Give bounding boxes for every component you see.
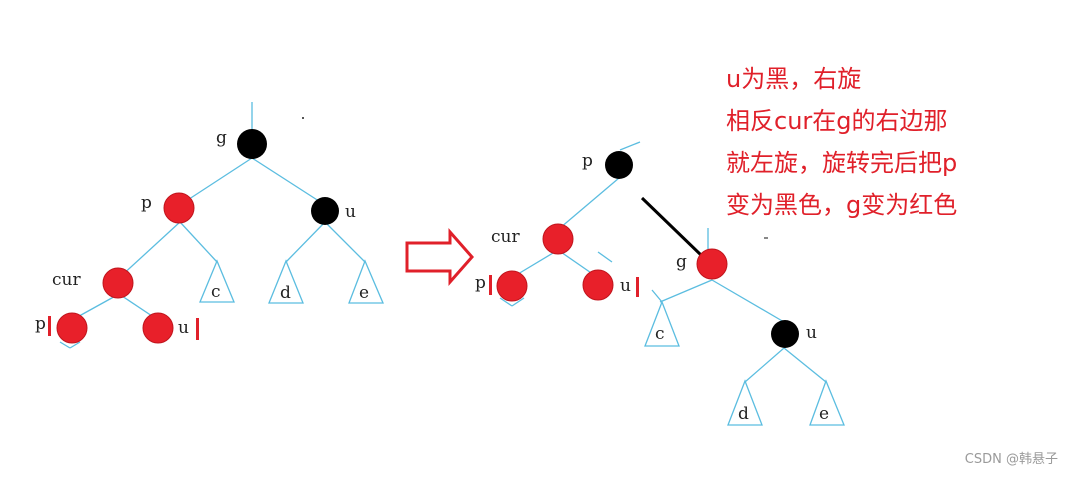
right-node-g	[696, 248, 728, 280]
right-label-u: u	[806, 323, 817, 343]
right-tree-edges	[499, 141, 827, 383]
right-leaf-d	[727, 379, 763, 426]
right-tree: c d e p cur p u g u	[475, 141, 845, 426]
right-red-mark-p	[489, 275, 492, 295]
right-edge-g-u	[711, 279, 785, 323]
note-line-4: 变为黑色，g变为红色	[726, 191, 958, 219]
left-leaf-d	[268, 259, 304, 304]
note-line-1: u为黑，右旋	[726, 65, 862, 93]
left-red-mark-u	[196, 318, 199, 340]
left-edge-p-c	[179, 221, 218, 263]
right-leaf-e	[809, 379, 845, 426]
left-edge-p-tail-b	[69, 341, 81, 349]
right-edge-p-tail-b	[511, 297, 525, 307]
left-leaf-c-label: c	[211, 282, 221, 302]
left-node-p	[163, 192, 195, 224]
right-label-g: g	[676, 252, 687, 272]
right-edge-c-tick	[651, 289, 663, 303]
right-edge-cur-p	[512, 249, 559, 278]
right-label-p-child: p	[475, 273, 486, 293]
left-edge-g-p	[179, 157, 253, 206]
right-leaf-c	[644, 300, 680, 347]
left-edge-u-e	[324, 221, 366, 263]
right-node-p	[605, 151, 633, 179]
right-edge-u-e	[783, 347, 827, 383]
note-line-2: 相反cur在g的右边那	[726, 107, 948, 135]
left-leaf-e-label: e	[359, 283, 369, 303]
csdn-watermark: CSDN @韩悬子	[964, 452, 1058, 467]
left-tree-edges	[59, 102, 366, 349]
left-label-g: g	[216, 128, 227, 148]
right-edge-p-cur	[559, 177, 620, 229]
left-leaf-d-label: d	[280, 283, 291, 303]
left-tree-leaves	[199, 259, 384, 304]
stray-dot-b	[764, 237, 768, 239]
left-label-cur: cur	[52, 270, 81, 290]
right-leaf-e-label: e	[819, 404, 829, 424]
left-leaf-c	[199, 259, 235, 303]
left-edge-u-d	[285, 221, 326, 263]
left-node-u	[311, 197, 339, 225]
right-node-p-child	[496, 270, 528, 302]
left-leaf-e	[348, 259, 384, 304]
left-node-cur	[102, 267, 134, 299]
left-edge-p-cur	[118, 221, 181, 279]
right-edge-cur-u-ext	[597, 251, 613, 263]
right-node-u-child	[582, 269, 614, 301]
right-node-cur	[542, 223, 574, 255]
left-node-u-child	[142, 312, 174, 344]
left-label-u: u	[345, 202, 356, 222]
right-edge-p-tail-a	[499, 297, 513, 307]
right-edge-g-c	[659, 279, 713, 303]
left-node-p-child	[56, 312, 88, 344]
left-edge-g-u	[251, 157, 326, 206]
left-node-g	[237, 129, 267, 159]
right-label-cur: cur	[491, 227, 520, 247]
left-label-p: p	[141, 193, 152, 213]
left-label-p-child: p	[35, 314, 46, 334]
left-tree: c d e g p u cur p u	[35, 102, 384, 349]
right-leaf-c-label: c	[655, 324, 665, 344]
right-edge-root-in	[619, 141, 641, 151]
note-line-3: 就左旋，旋转完后把p	[726, 149, 958, 177]
right-label-u-child: u	[620, 276, 631, 296]
right-label-p: p	[582, 151, 593, 171]
transform-arrow-icon	[405, 228, 474, 286]
right-edge-u-d	[744, 347, 785, 383]
left-red-mark-p	[48, 316, 51, 336]
right-red-mark-u	[636, 277, 639, 297]
right-edge-p-g-black	[640, 196, 704, 258]
left-edge-p-tail-a	[59, 341, 71, 349]
stray-dot-a	[302, 117, 304, 119]
right-tree-leaves	[644, 300, 845, 426]
right-node-u	[771, 320, 799, 348]
right-leaf-d-label: d	[738, 404, 749, 424]
rotation-note: u为黑，右旋 相反cur在g的右边那 就左旋，旋转完后把p 变为黑色，g变为红色	[726, 58, 957, 226]
left-label-u-child: u	[178, 318, 189, 338]
